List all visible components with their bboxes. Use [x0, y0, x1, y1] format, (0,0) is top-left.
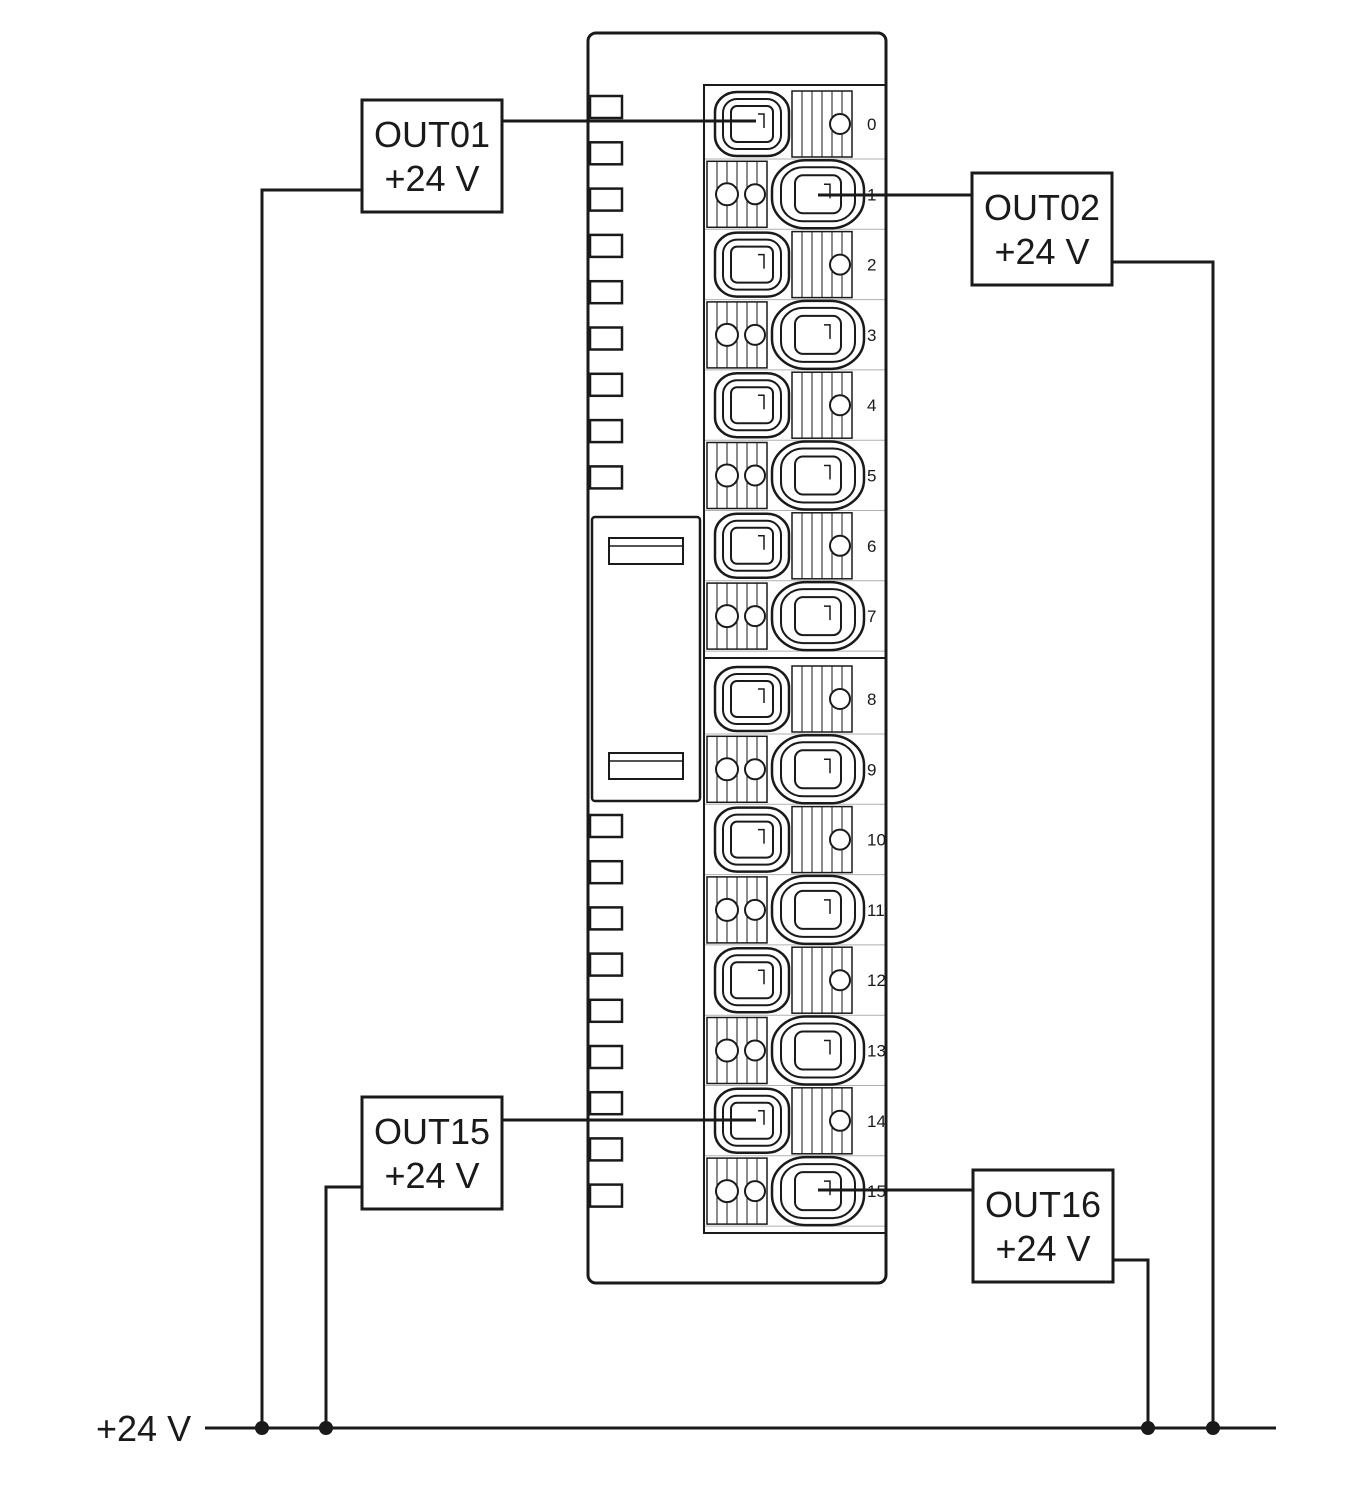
terminal-group: [704, 90, 886, 1227]
terminal-number: 4: [867, 396, 876, 415]
wire-out01-supply: [260, 188, 362, 1428]
terminal-number: 12: [867, 971, 886, 990]
terminal-number: 10: [867, 831, 886, 850]
push-in-connector: [770, 874, 866, 946]
led-window: [588, 952, 624, 977]
load-out02: OUT02 +24 V: [970, 171, 1114, 287]
release-button: [706, 582, 768, 650]
load-box-out16: [971, 1168, 1115, 1284]
push-in-connector: [713, 665, 791, 733]
push-in-connector: [713, 231, 791, 298]
push-in-connector: [770, 440, 866, 511]
push-in-connector: [713, 512, 791, 580]
release-button: [791, 230, 853, 299]
led-window: [588, 813, 624, 839]
wiring: [205, 119, 1276, 1430]
load-box-out01: [360, 98, 504, 214]
load-out01: OUT01 +24 V: [360, 98, 504, 214]
led-window: [588, 372, 624, 398]
supply-rail-label: +24 V: [96, 1408, 191, 1449]
terminal-number: 5: [867, 467, 876, 486]
terminal-number: 3: [867, 326, 876, 345]
load-title-out02: OUT02: [984, 187, 1100, 228]
terminal-number: 9: [867, 760, 876, 779]
led-window: [588, 906, 624, 931]
led-window: [588, 859, 624, 885]
load-voltage-out15: +24 V: [384, 1155, 479, 1196]
terminal-number: 11: [867, 901, 885, 920]
terminal-number: 13: [867, 1042, 886, 1061]
release-button: [791, 1087, 853, 1155]
release-button: [791, 512, 853, 580]
wire-out16-supply: [1112, 1258, 1150, 1428]
led-window: [588, 233, 624, 259]
wire-out02-supply: [1112, 260, 1215, 1428]
load-voltage-out01: +24 V: [384, 158, 479, 199]
push-in-connector: [770, 1015, 866, 1086]
terminal-number: 7: [867, 607, 876, 626]
latch-slot-top: [608, 537, 684, 565]
led-window-group: [588, 94, 624, 1208]
release-button: [791, 90, 853, 158]
junction-dot-out15: [319, 1421, 333, 1435]
led-window: [588, 94, 624, 120]
wire-out15-supply: [324, 1185, 362, 1428]
led-window: [588, 141, 624, 166]
release-button: [791, 371, 853, 439]
terminal-number: 6: [867, 537, 876, 556]
io-module: [586, 31, 888, 1285]
push-in-connector: [713, 806, 791, 873]
led-window: [588, 998, 624, 1024]
load-out15: OUT15 +24 V: [360, 1095, 504, 1211]
terminal-number: 15: [867, 1182, 886, 1201]
load-box-out15: [360, 1095, 504, 1211]
release-button: [706, 301, 768, 369]
junction-dot-out16: [1141, 1421, 1155, 1435]
junction-dot-out02: [1206, 1421, 1220, 1435]
release-button: [706, 1016, 768, 1085]
load-title-out15: OUT15: [374, 1111, 490, 1152]
load-title-out01: OUT01: [374, 114, 490, 155]
terminal-number: 8: [867, 690, 876, 709]
latch-slot-bottom: [608, 752, 684, 780]
junctions: [255, 1421, 1220, 1435]
led-window: [588, 1044, 624, 1070]
led-window: [588, 1090, 624, 1116]
load-title-out16: OUT16: [985, 1184, 1101, 1225]
push-in-connector: [713, 90, 791, 158]
load-box-out02: [970, 171, 1114, 287]
push-in-connector: [713, 946, 791, 1014]
junction-dot-out01: [255, 1421, 269, 1435]
push-in-connector: [770, 299, 866, 371]
module-latch: [590, 515, 702, 803]
push-in-connector: [770, 734, 866, 805]
led-window: [588, 279, 624, 305]
release-button: [791, 665, 853, 733]
load-voltage-out02: +24 V: [994, 231, 1089, 272]
terminal-number: 0: [867, 115, 876, 134]
led-window: [588, 465, 624, 490]
push-in-connector: [770, 580, 866, 652]
led-window: [588, 187, 624, 212]
load-voltage-out16: +24 V: [995, 1228, 1090, 1269]
push-in-connector: [713, 371, 791, 439]
release-button: [791, 946, 853, 1014]
led-window: [588, 1137, 624, 1162]
terminal-number: 14: [867, 1112, 886, 1131]
terminal-number: 2: [867, 256, 876, 275]
led-window: [588, 418, 624, 444]
release-button: [791, 805, 853, 874]
led-window: [588, 1183, 624, 1208]
led-window: [588, 326, 624, 351]
load-out16: OUT16 +24 V: [971, 1168, 1115, 1284]
